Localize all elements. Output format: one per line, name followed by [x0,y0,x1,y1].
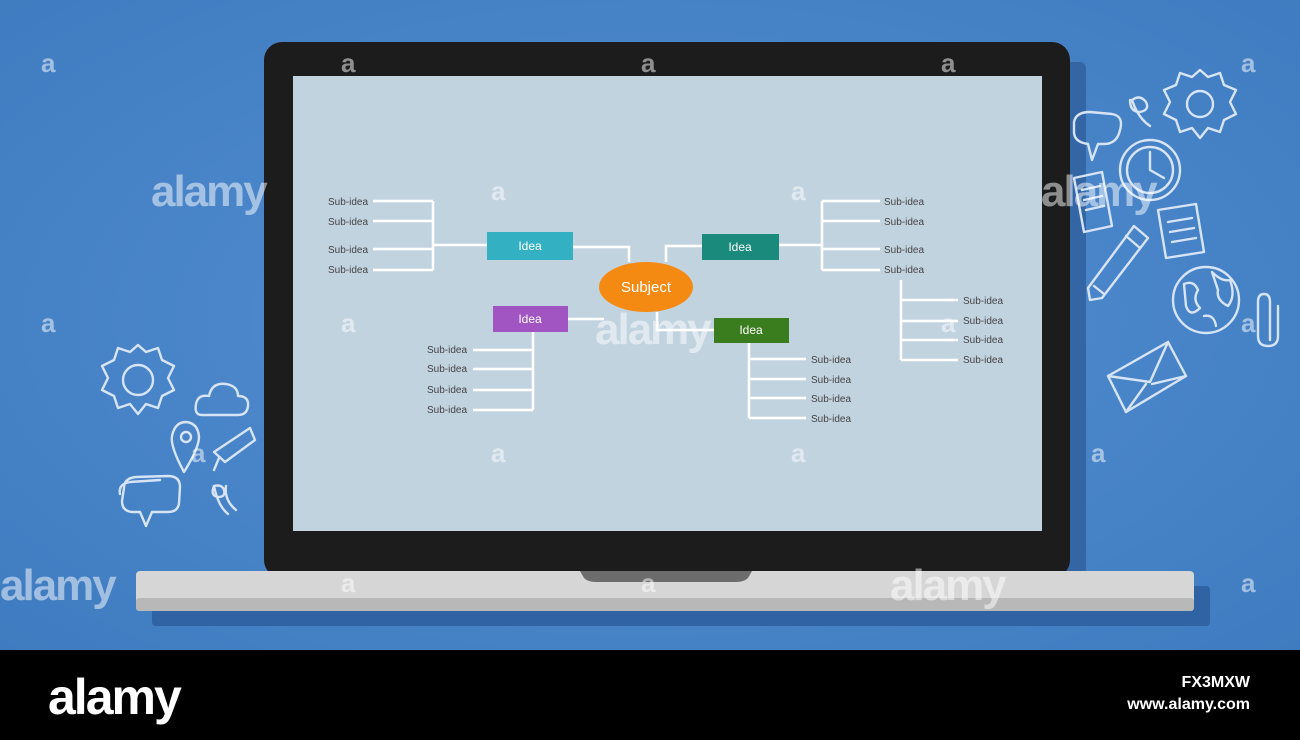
image-id: FX3MXW [1181,674,1250,691]
idea-node-top-left [487,232,573,260]
sub-idea-label: Sub-idea [811,375,851,386]
subject-label: Subject [621,279,672,296]
pencil-icon [1086,224,1150,302]
idea-label: Idea [739,323,763,337]
subject-node [599,262,693,312]
watermark-glyph: a [941,48,956,78]
footer-bar: alamy FX3MXW www.alamy.com [0,650,1300,740]
idea-label: Idea [518,312,542,326]
quote-mark-icon [1128,96,1152,128]
mind-map: Subject Idea Idea Idea Idea Sub-idea Sub… [328,197,1003,425]
watermark-glyph: a [1241,48,1256,78]
watermark-logo: alamy [0,561,117,610]
sub-idea-label: Sub-idea [963,316,1003,327]
watermark-logo: alamy [151,167,268,216]
gear-icon [100,343,176,416]
sub-idea-label: Sub-idea [963,355,1003,366]
sub-idea-label: Sub-idea [811,394,851,405]
sub-idea-label: Sub-idea [427,364,467,375]
watermark-logo: alamy [595,305,712,354]
idea-node-bottom-left [493,306,568,332]
paperclip-icon [1256,292,1280,348]
watermark-glyph: a [791,438,806,468]
idea-node-bottom-right [714,318,789,343]
watermark-glyph: a [1241,308,1256,338]
watermark-logo: alamy [890,561,1007,610]
laptop-base-edge [136,598,1194,611]
sub-idea-label: Sub-idea [884,217,924,228]
sub-idea-label: Sub-idea [811,355,851,366]
sub-idea-labels: Sub-idea Sub-idea Sub-idea Sub-idea Sub-… [328,197,1003,425]
watermark-glyph: a [1241,568,1256,598]
globe-icon [1171,265,1241,335]
watermark-logo: alamy [1041,167,1158,216]
clock-icon [1118,138,1182,202]
idea-label: Idea [728,240,752,254]
sub-idea-label: Sub-idea [328,197,368,208]
sub-idea-label: Sub-idea [963,296,1003,307]
document-icon [1072,170,1114,234]
footer-url[interactable]: www.alamy.com [1127,696,1250,713]
chat-bubble-icon [118,474,182,528]
gear-icon [1162,68,1238,140]
laptop-notch [580,571,752,582]
sub-idea-label: Sub-idea [427,345,467,356]
watermark-glyph: a [1091,438,1106,468]
note-icon [1156,202,1206,260]
sub-idea-label: Sub-idea [884,245,924,256]
watermark-glyph: a [41,308,56,338]
quote-mark-icon [211,484,238,516]
sub-idea-label: Sub-idea [328,265,368,276]
watermark-layer: alamy alamy alamy alamy alamy a a a a a … [0,48,1256,610]
megaphone-icon [212,426,257,472]
sub-idea-label: Sub-idea [328,245,368,256]
watermark-glyph: a [791,176,806,206]
watermark-glyph: a [341,568,356,598]
watermark-glyph: a [41,48,56,78]
connector-lines [373,199,958,420]
sub-idea-label: Sub-idea [963,335,1003,346]
watermark-glyph: a [491,176,506,206]
sub-idea-label: Sub-idea [328,217,368,228]
watermark-glyph: a [191,438,206,468]
sub-idea-label: Sub-idea [427,385,467,396]
idea-label: Idea [518,239,542,253]
map-pin-icon [170,420,201,474]
envelope-icon [1106,340,1188,414]
watermark-glyph: a [641,48,656,78]
illustration: Subject Idea Idea Idea Idea Sub-idea Sub… [0,42,1280,626]
sub-idea-label: Sub-idea [427,405,467,416]
footer-logo: alamy [48,669,182,725]
watermark-glyph: a [641,568,656,598]
watermark-glyph: a [491,438,506,468]
cloud-icon [194,382,250,417]
sub-idea-label: Sub-idea [884,197,924,208]
watermark-glyph: a [941,308,956,338]
speech-bubble-icon [1072,110,1123,162]
sub-idea-label: Sub-idea [884,265,924,276]
watermark-glyph: a [341,308,356,338]
idea-node-top-right [702,234,779,260]
watermark-glyph: a [341,48,356,78]
sub-idea-label: Sub-idea [811,414,851,425]
